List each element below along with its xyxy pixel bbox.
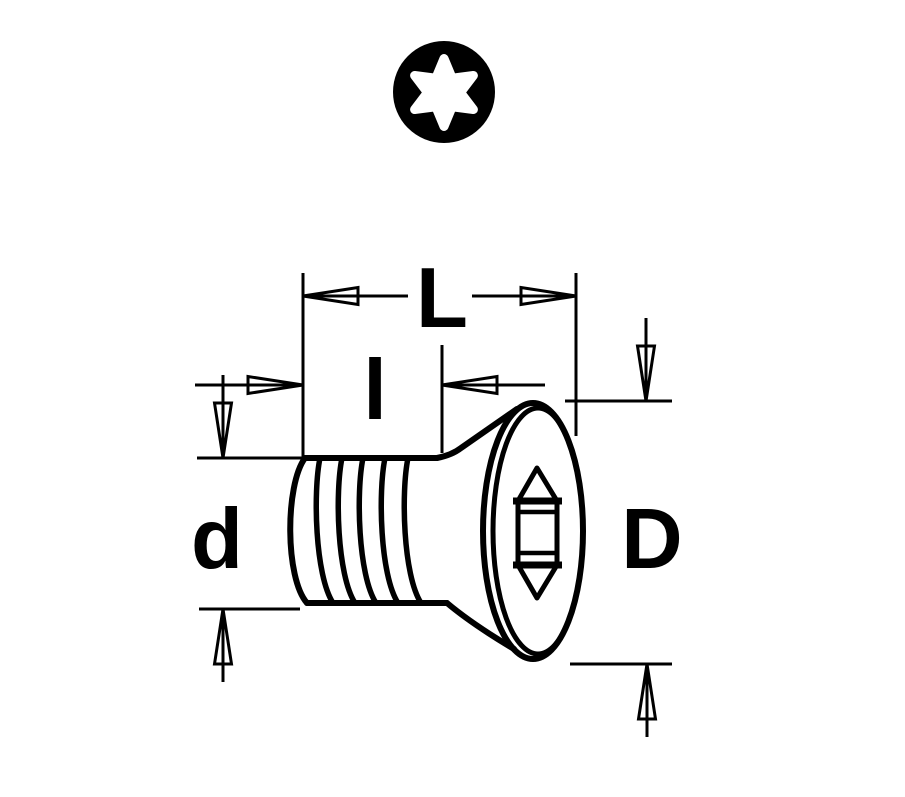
head-cone-bottom-edge — [444, 600, 517, 652]
label-thread-length: l — [363, 343, 387, 438]
thread-crest — [401, 455, 424, 606]
arrowhead-up-icon — [636, 663, 658, 721]
dimension-overall-length: L — [301, 251, 578, 458]
head-cone-top-edge — [434, 406, 520, 461]
dimension-head-diameter: D — [565, 318, 683, 737]
thread-crest — [335, 455, 358, 606]
thread-crest — [356, 455, 379, 606]
label-overall-length: L — [416, 251, 468, 346]
label-head-diameter: D — [621, 492, 682, 587]
dimension-thread-length: l — [195, 343, 545, 453]
screw-side-view — [287, 400, 586, 662]
thread-crest — [378, 455, 401, 606]
torx-recess — [513, 465, 562, 601]
arrowhead-up-icon — [212, 608, 234, 666]
arrowhead-left-icon — [302, 285, 360, 307]
thread-crest — [313, 455, 336, 606]
arrowhead-right-icon — [246, 374, 304, 396]
head-face-rim — [490, 405, 586, 657]
arrowhead-down-icon — [212, 401, 234, 459]
torx-drive-icon — [393, 41, 495, 143]
arrowhead-left-icon — [441, 374, 499, 396]
arrowhead-right-icon — [519, 285, 577, 307]
arrowhead-down-icon — [635, 344, 657, 402]
shank-end-edge — [287, 455, 310, 606]
torx-recess-outline — [515, 465, 560, 601]
label-thread-diameter: d — [191, 492, 243, 587]
torx-star — [410, 54, 478, 131]
dimension-thread-diameter: d — [191, 375, 302, 682]
